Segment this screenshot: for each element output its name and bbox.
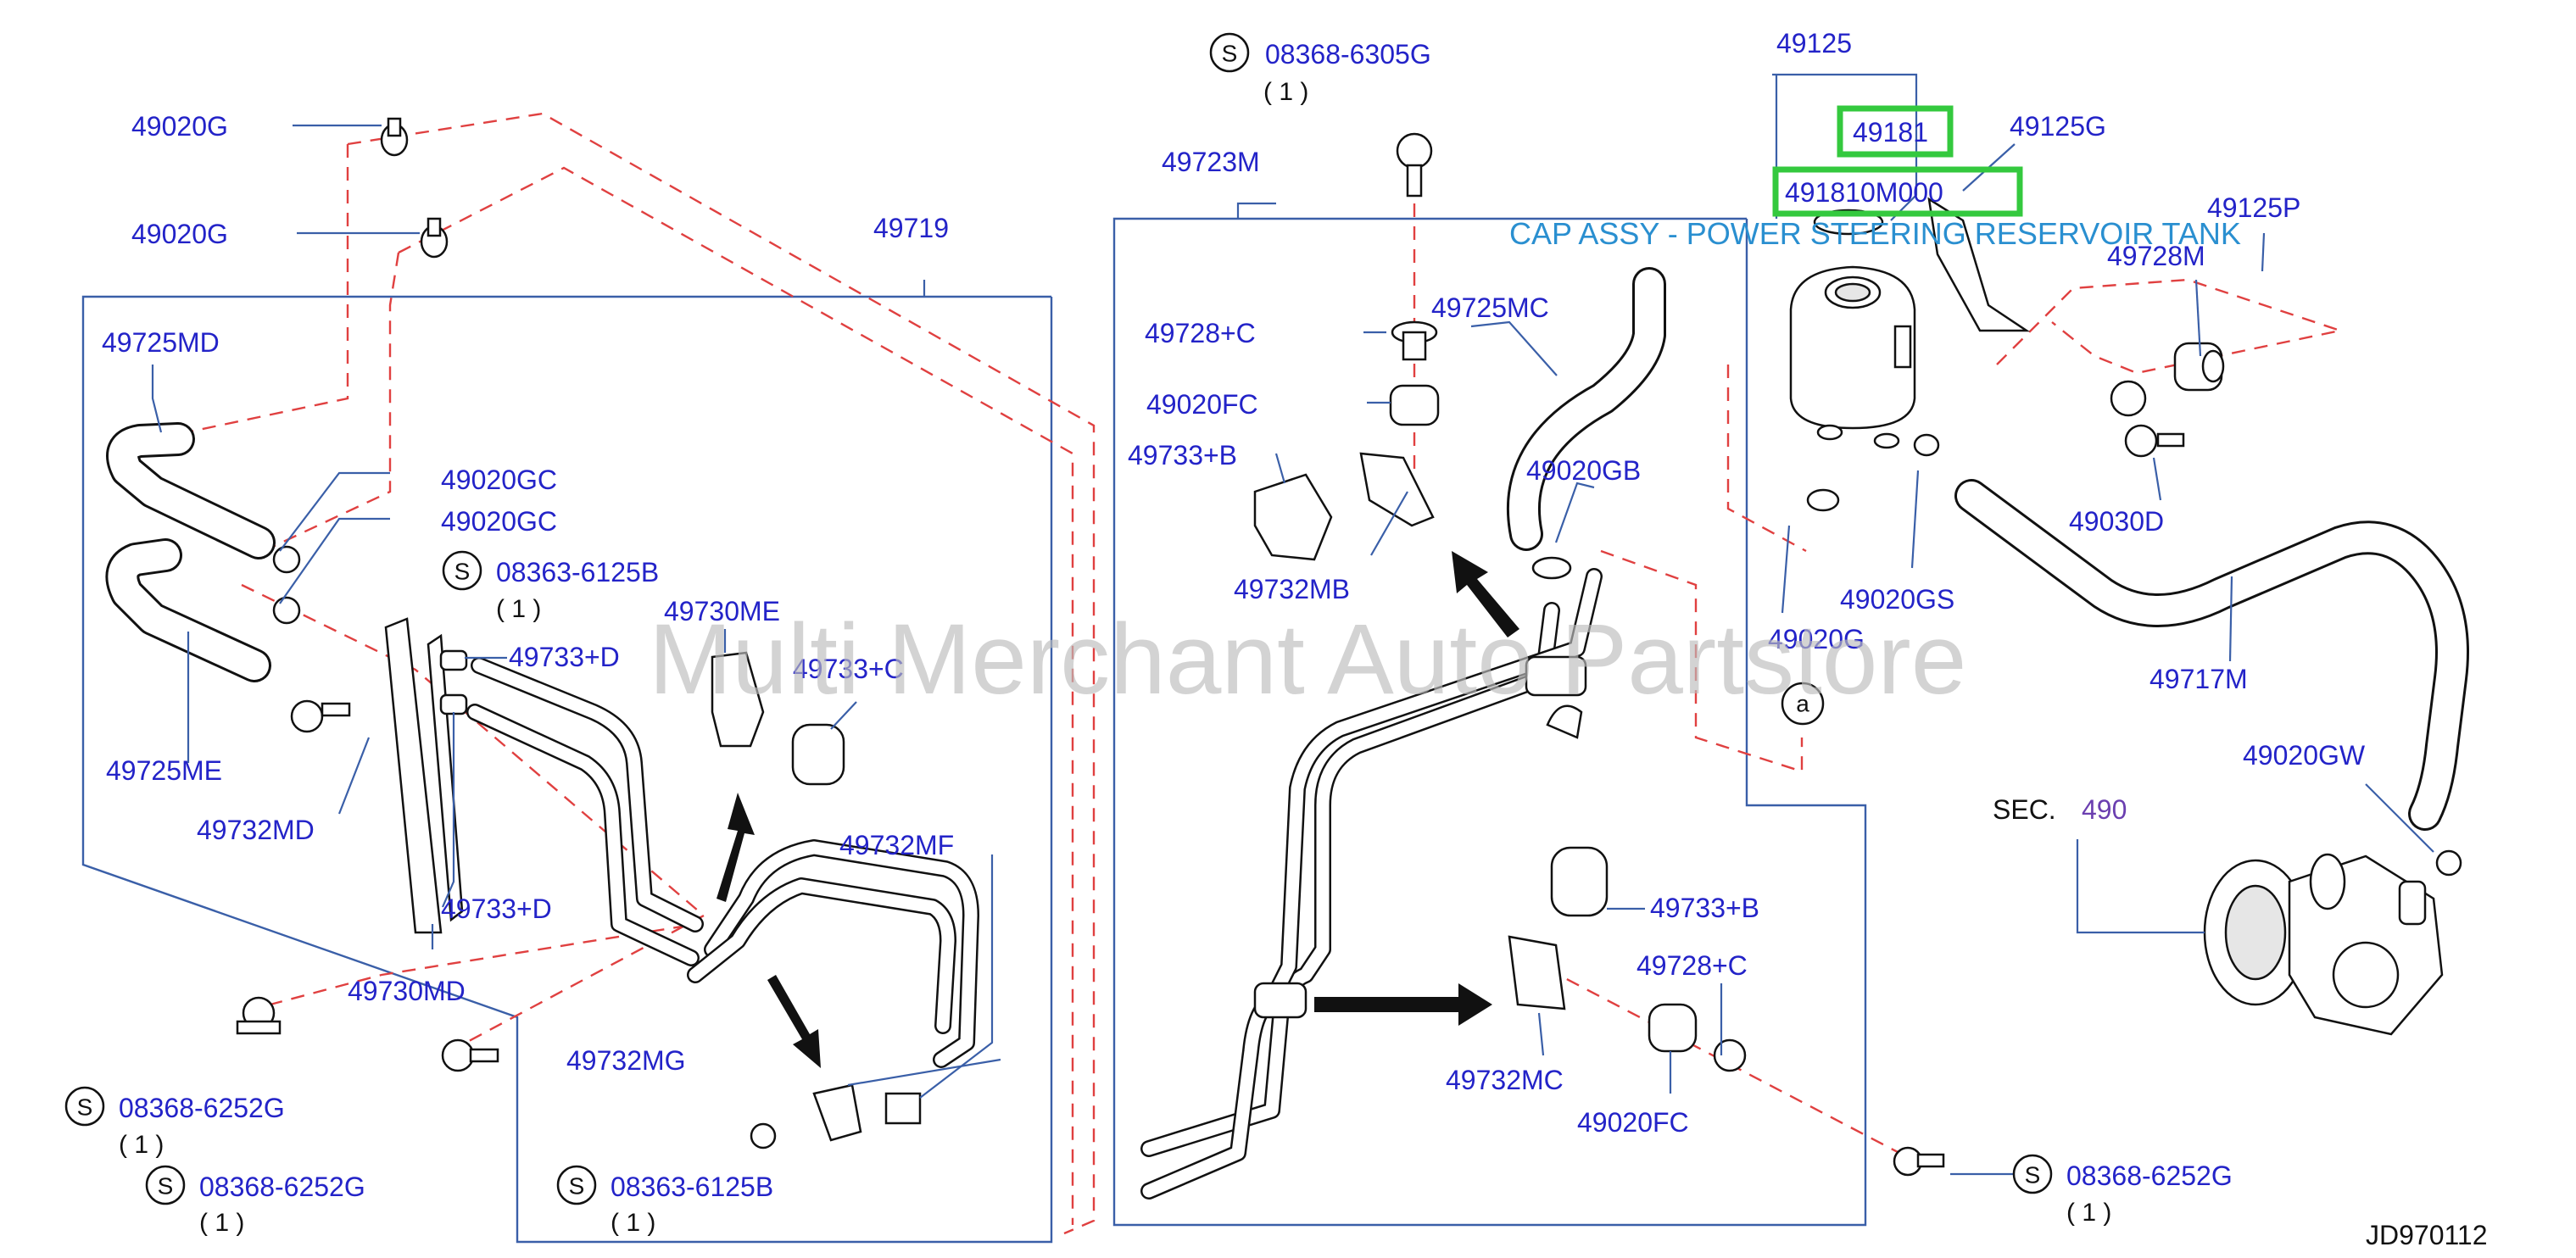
label-49733C[interactable]: 49733+C (793, 654, 904, 684)
frame-group (81, 217, 1867, 1244)
label-49125G[interactable]: 49125G (2010, 111, 2106, 142)
highlight-box-491810M000 (1772, 166, 2023, 217)
label-49030D[interactable]: 49030D (2069, 506, 2164, 537)
service-part-callouts[interactable]: S 08368-6305G ( 1 ) S 08363-6125B ( 1 ) … (64, 32, 2233, 1237)
label-49181[interactable]: 49181 (1853, 117, 1928, 148)
label-49732MC[interactable]: 49732MC (1446, 1065, 1564, 1095)
label-491810M000[interactable]: 491810M000 (1785, 177, 1943, 208)
label-49020GS[interactable]: 49020GS (1840, 584, 1954, 615)
s-symbol-ring (2012, 1154, 2053, 1194)
service-part-code[interactable]: 08363-6125B (611, 1172, 773, 1202)
s-symbol: S (77, 1094, 93, 1121)
power-steering-pump (2203, 853, 2444, 1036)
frame-49723M (1112, 217, 1867, 1227)
service-part-top[interactable]: S 08368-6305G ( 1 ) (1209, 32, 1431, 106)
label-49725MC[interactable]: 49725MC (1431, 292, 1549, 323)
label-49717M[interactable]: 49717M (2149, 664, 2248, 694)
s-symbol-ring (556, 1165, 597, 1205)
middle-pipes (1140, 568, 1603, 1200)
s-symbol: S (454, 559, 471, 585)
service-part-code[interactable]: 08368-6252G (2066, 1161, 2233, 1191)
middle-hose-49725MC (1506, 267, 1666, 551)
label-49723M[interactable]: 49723M (1162, 147, 1260, 177)
label-49020GC-top[interactable]: 49020GC (441, 465, 557, 495)
section-reference[interactable]: SEC. 490 (1993, 794, 2127, 825)
service-part-left-bottom-2[interactable]: S 08368-6252G ( 1 ) (145, 1165, 365, 1237)
label-49728M[interactable]: 49728M (2107, 241, 2205, 271)
service-part-qty: ( 1 ) (496, 595, 541, 623)
label-49020GW[interactable]: 49020GW (2243, 740, 2366, 771)
label-49733B-bottom[interactable]: 49733+B (1650, 893, 1759, 923)
section-number-link[interactable]: 490 (2082, 794, 2127, 825)
marker-a: a (1781, 682, 1825, 726)
service-part-left-mid[interactable]: S 08363-6125B ( 1 ) (442, 550, 659, 623)
highlight-boxes (1772, 105, 2023, 217)
s-symbol-ring (442, 550, 482, 591)
dash-lines (186, 112, 2345, 1235)
s-symbol-ring (1209, 32, 1250, 73)
left-hardware (236, 117, 922, 1149)
label-49020FC-top[interactable]: 49020FC (1146, 389, 1258, 420)
service-part-qty: ( 1 ) (611, 1209, 655, 1237)
label-49725ME[interactable]: 49725ME (106, 755, 222, 786)
service-part-qty: ( 1 ) (1263, 78, 1308, 106)
service-part-code[interactable]: 08368-6252G (119, 1093, 285, 1123)
label-49125P[interactable]: 49125P (2207, 192, 2300, 223)
service-part-code[interactable]: 08363-6125B (496, 557, 659, 587)
service-part-code[interactable]: 08368-6305G (1265, 39, 1431, 70)
right-hardware (2110, 342, 2462, 877)
s-symbol: S (569, 1173, 585, 1200)
reservoir-tank (1789, 197, 2031, 512)
label-49728C-bottom[interactable]: 49728+C (1636, 950, 1748, 981)
right-hose-49717M (1954, 479, 2469, 831)
label-49730ME[interactable]: 49730ME (664, 596, 780, 626)
label-49732MB[interactable]: 49732MB (1234, 574, 1350, 604)
service-part-left-bottom-1[interactable]: S 08368-6252G ( 1 ) (64, 1086, 285, 1159)
section-prefix: SEC. (1993, 794, 2056, 825)
label-49020G-right[interactable]: 49020G (1768, 624, 1865, 654)
s-symbol: S (158, 1173, 174, 1200)
label-49020G-second[interactable]: 49020G (131, 219, 228, 249)
label-49719[interactable]: 49719 (873, 213, 949, 243)
label-49020FC-bottom[interactable]: 49020FC (1577, 1107, 1689, 1138)
s-symbol-ring (64, 1086, 105, 1127)
left-pipes (466, 657, 979, 1068)
label-49733D-top[interactable]: 49733+D (509, 642, 620, 672)
marker-a-text: a (1796, 691, 1809, 717)
label-49020GB[interactable]: 49020GB (1526, 455, 1641, 486)
service-part-code[interactable]: 08368-6252G (199, 1172, 365, 1202)
part-labels[interactable]: 49020G 49020G 49719 49725MD 49020GC 4902… (102, 28, 2366, 1138)
service-part-right-bottom[interactable]: S 08368-6252G ( 1 ) (2012, 1154, 2233, 1227)
label-49728C-top[interactable]: 49728+C (1145, 318, 1256, 348)
label-49732MD[interactable]: 49732MD (197, 815, 315, 845)
service-part-qty: ( 1 ) (2066, 1199, 2111, 1227)
highlight-box-49181 (1837, 105, 1954, 158)
s-symbol: S (2025, 1162, 2041, 1188)
label-49732MF[interactable]: 49732MF (839, 830, 954, 860)
diagram-code: JD970112 (2366, 1220, 2488, 1250)
label-49733B-top[interactable]: 49733+B (1128, 440, 1237, 470)
middle-arrows (716, 551, 1519, 1068)
label-49733D-bottom[interactable]: 49733+D (441, 893, 552, 924)
label-49725MD[interactable]: 49725MD (102, 327, 220, 358)
frame-49719 (81, 295, 1053, 1244)
s-symbol: S (1222, 41, 1238, 67)
s-symbol-ring (145, 1165, 186, 1205)
label-49125[interactable]: 49125 (1776, 28, 1852, 58)
highlight-title: CAP ASSY - POWER STEERING RESERVOIR TANK (1509, 216, 2241, 251)
watermark: Multi Merchant Auto Partstore (649, 604, 1966, 715)
label-49020GC-second[interactable]: 49020GC (441, 506, 557, 537)
left-hoses (105, 422, 276, 682)
label-49732MG[interactable]: 49732MG (566, 1045, 686, 1076)
service-part-qty: ( 1 ) (119, 1131, 164, 1159)
label-49020G-top[interactable]: 49020G (131, 111, 228, 142)
label-49730MD[interactable]: 49730MD (348, 976, 466, 1006)
service-part-qty: ( 1 ) (199, 1209, 244, 1237)
service-part-left-bottom-3[interactable]: S 08363-6125B ( 1 ) (556, 1165, 773, 1237)
